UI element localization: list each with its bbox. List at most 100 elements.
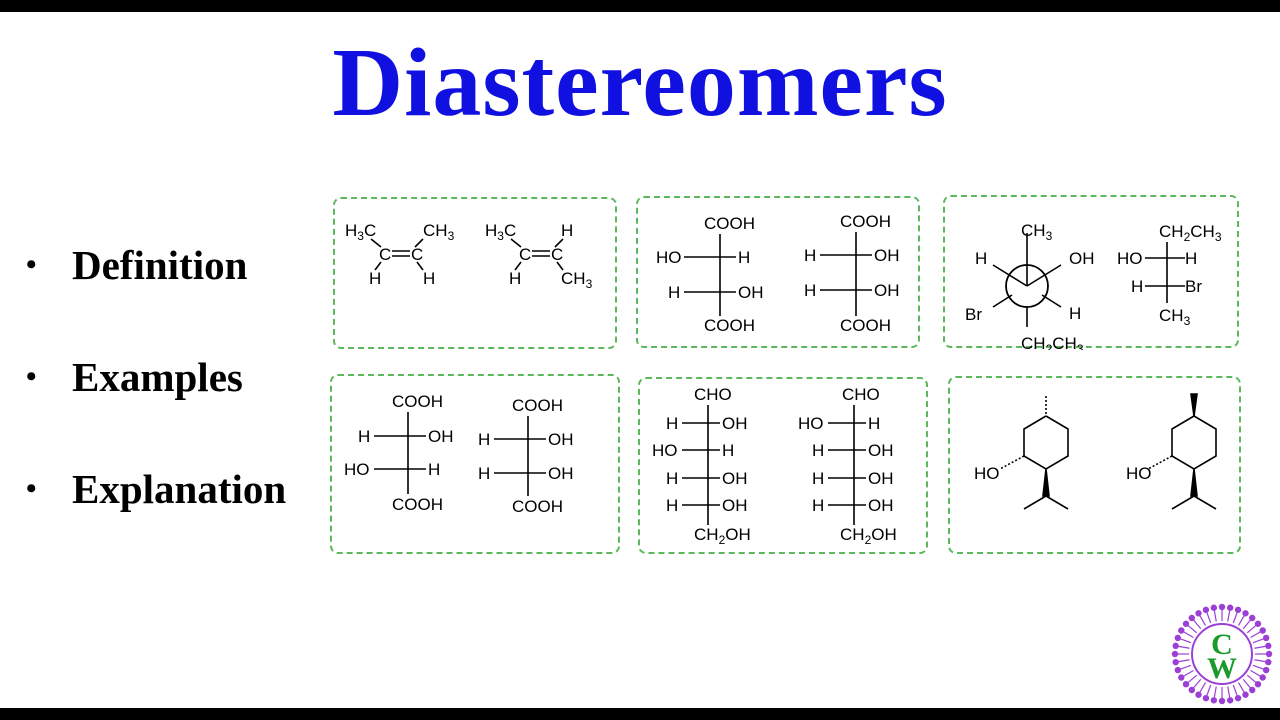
group: HO [974, 464, 1000, 483]
logo-ring-spoke [1183, 669, 1194, 677]
group: CH2OH [840, 525, 897, 547]
group: CH2CH3 [1021, 334, 1084, 350]
logo-ring-spoke [1237, 615, 1245, 626]
logo-ring-bead [1249, 686, 1256, 694]
group: COOH [840, 212, 891, 231]
group: H [738, 248, 750, 267]
tartaric-fischer-pair: COOH H OH HO H COOH COOH H OH H OH COOH [344, 392, 574, 516]
logo-ring-spoke [1254, 659, 1266, 663]
logo-ring-bead [1234, 694, 1242, 702]
bond [1041, 294, 1062, 308]
bullet-label: Explanation [72, 466, 287, 512]
logo-ring-bead [1202, 694, 1210, 702]
fischer-projection: CHO HO H H OH H OH H OH CH2OH [798, 385, 897, 547]
bond [992, 264, 1028, 287]
logo-ring-spoke [1206, 684, 1212, 696]
group: Br [1185, 277, 1202, 296]
logo-ring-spoke [1187, 625, 1198, 634]
substituent: H3C [345, 221, 376, 243]
group: CHO [694, 385, 732, 404]
group: H [1069, 304, 1081, 323]
logo-ring-spoke [1178, 659, 1190, 663]
group: COOH [512, 396, 563, 415]
group: HO [344, 460, 370, 479]
logo-ring-bead [1265, 650, 1273, 658]
logo-ring-bead [1172, 658, 1179, 666]
logo-ring-spoke [1232, 684, 1238, 696]
logo-ring-bead [1242, 610, 1249, 617]
bond [374, 261, 382, 271]
bond [416, 261, 424, 271]
group: H [428, 460, 440, 479]
logo-ring-spoke [1252, 638, 1264, 644]
logo-ring-spoke [1199, 615, 1207, 626]
group: COOH [704, 214, 755, 233]
bond [1193, 495, 1217, 510]
bond [370, 238, 382, 248]
logo-ring-spoke [1187, 674, 1198, 683]
group: CHO [842, 385, 880, 404]
logo-ring-bead [1210, 697, 1218, 704]
logo-ring-spoke [1227, 686, 1231, 698]
bond [1026, 264, 1062, 287]
group: COOH [392, 495, 443, 514]
group: OH [722, 469, 748, 488]
logo-ring-spoke [1232, 612, 1238, 624]
logo-ring-bead [1226, 697, 1234, 704]
logo-ring-bead [1254, 620, 1262, 627]
menthol-isomer: HO [1126, 393, 1217, 510]
logo-ring-spoke [1180, 638, 1192, 644]
dashed-bond [1147, 455, 1173, 470]
logo-ring-spoke [1213, 610, 1217, 622]
bullet-list: •Definition •Examples •Explanation [22, 240, 286, 576]
group: H [358, 427, 370, 446]
substituent: CH3 [561, 269, 593, 291]
logo-ring-bead [1195, 691, 1202, 698]
logo-ring-bead [1174, 666, 1182, 674]
substituent: CH3 [423, 221, 455, 243]
group: COOH [512, 497, 563, 516]
substituent: H3C [485, 221, 516, 243]
logo-ring [1171, 603, 1273, 705]
wedge-bond [1190, 468, 1198, 497]
logo-ring-spoke [1254, 645, 1266, 649]
newman-projection: CH3 H OH Br H CH2CH3 [965, 221, 1095, 350]
group: CH3 [1159, 306, 1191, 328]
logo-ring-spoke [1252, 664, 1264, 670]
bullet-explanation: •Explanation [22, 464, 286, 576]
group: OH [738, 283, 764, 302]
group: CH2OH [694, 525, 751, 547]
slide-title: Diastereomers [332, 29, 948, 137]
logo-ring-spoke [1199, 682, 1207, 693]
group: OH [874, 246, 900, 265]
bullet-label: Definition [72, 242, 248, 288]
alkene-cis: H3C CH3 C C H H [345, 221, 455, 288]
group: HO [1126, 464, 1152, 483]
group: H [812, 441, 824, 460]
wedge-bond [1190, 393, 1198, 417]
fischer-projection: COOH H OH HO H COOH [344, 392, 454, 514]
logo-ring-bead [1210, 604, 1218, 611]
group: OH [868, 469, 894, 488]
bond [556, 261, 564, 271]
logo-ring-bead [1242, 691, 1249, 698]
group: CH2CH3 [1159, 222, 1222, 244]
bullet-label: Examples [72, 354, 243, 400]
bond [1171, 495, 1195, 510]
logo-ring-bead [1265, 642, 1272, 650]
logo-letter: W [1207, 652, 1237, 685]
logo-ring-bead [1218, 697, 1226, 705]
atom: C [379, 245, 391, 264]
group: COOH [840, 316, 891, 335]
logo-ring-bead [1254, 681, 1262, 688]
logo-ring-spoke [1237, 682, 1245, 693]
alkene-structures: H3C CH3 C C H H H3C H C C H CH3 [345, 221, 593, 291]
panel-menthol: HO HO [948, 376, 1241, 554]
group: COOH [704, 316, 755, 335]
dashed-bond [999, 455, 1025, 470]
logo-ring-spoke [1206, 612, 1212, 624]
logo-ring-bead [1171, 650, 1179, 658]
group: H [804, 246, 816, 265]
bond [554, 238, 564, 248]
substituent: H [423, 269, 435, 288]
